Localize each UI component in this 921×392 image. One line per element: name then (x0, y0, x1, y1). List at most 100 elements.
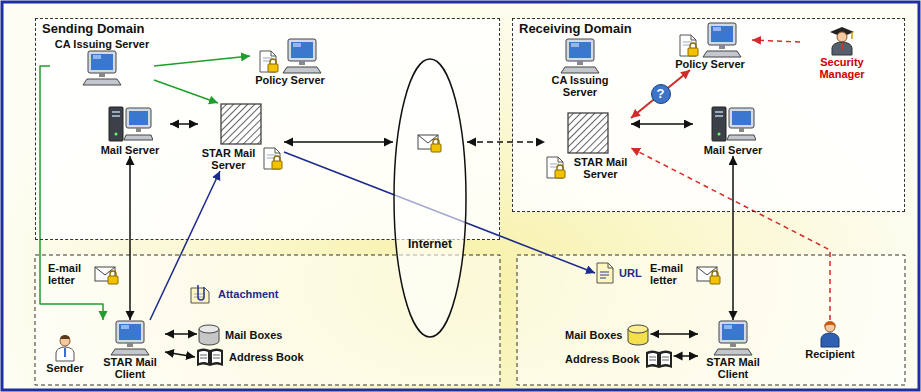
node-label: Policy Server (255, 74, 325, 86)
icon-group (545, 156, 567, 180)
node-label: STAR Mail Server (198, 147, 259, 171)
icon-group (696, 263, 722, 285)
text-group: STAR Mail Server (198, 147, 259, 171)
node-label: Sender (46, 362, 83, 374)
text-group: Address Book (565, 353, 640, 365)
envelope-icon (696, 263, 722, 285)
node-label: STAR Mail Client (698, 356, 768, 380)
node-label: Mail Boxes (225, 329, 282, 341)
client-node: STAR Mail Client (95, 320, 165, 380)
star-server-node: STAR Mail Server (545, 112, 631, 180)
node-label: Attachment (218, 288, 279, 300)
node-label: E-mail letter (48, 262, 90, 286)
node-label: Address Book (565, 353, 640, 365)
text-group: Sender (46, 362, 83, 374)
connector (165, 333, 197, 335)
icon-group (626, 324, 650, 346)
icon-group (567, 112, 609, 154)
star-mail-server-box (567, 112, 609, 154)
internet-ellipse: Internet (393, 58, 467, 338)
node-label: Mail Server (101, 144, 160, 156)
connector (150, 171, 220, 320)
icon-group (258, 38, 322, 74)
computer-icon (110, 320, 150, 356)
person-node: Recipient (800, 320, 860, 360)
server-node: Policy Server (668, 22, 752, 70)
storage-node: Mail Boxes (197, 324, 282, 346)
locked-document-icon (545, 156, 567, 180)
ellipse-outline (393, 58, 467, 338)
node-label: Address Book (229, 351, 304, 363)
connector (752, 40, 800, 42)
text-group: E-mail letter (48, 262, 90, 286)
domain-title: Sending Domain (36, 19, 499, 39)
icon-group (195, 346, 225, 368)
connector (674, 355, 698, 357)
envelope-icon (94, 263, 120, 285)
connector (631, 148, 830, 320)
connector (284, 141, 393, 143)
icon-group (595, 262, 615, 284)
star-server-node: STAR Mail Server (198, 103, 284, 171)
connector (467, 141, 545, 143)
text-group: Internet (393, 238, 467, 250)
recipient-figure (818, 320, 842, 348)
envelope-node: E-mail letter (48, 262, 120, 286)
computer-icon (713, 320, 753, 356)
icon-group (220, 103, 262, 145)
connector (732, 156, 734, 320)
icon-group (818, 320, 842, 348)
node-label: Internet (393, 238, 467, 250)
text-group: STAR Mail Server (570, 156, 631, 180)
connector (631, 70, 690, 118)
connector (170, 123, 198, 125)
node-label: Mail Boxes (565, 329, 622, 341)
edge-label: ? (657, 87, 665, 101)
url-node: URL (595, 262, 642, 284)
node-label: URL (619, 267, 642, 279)
node-label: STAR Mail Server (570, 156, 631, 180)
node-label: Recipient (805, 348, 855, 360)
connector (165, 352, 195, 357)
text-group: URL (619, 267, 642, 279)
star-mail-server-box (220, 103, 262, 145)
connector (40, 66, 103, 320)
sender-figure (53, 334, 77, 362)
computer-icon (82, 50, 122, 86)
url-document-icon (595, 262, 615, 284)
mail-server-icon (710, 104, 756, 144)
node-label: CA Issuing Server (540, 74, 620, 98)
envelope-node: E-mail letter (650, 262, 722, 286)
node-label: Mail Server (704, 144, 763, 156)
node-label: CA Issuing Server (55, 38, 149, 50)
attachment-node: Attachment (188, 283, 279, 305)
connector (154, 56, 250, 66)
server-node: Policy Server (250, 38, 330, 86)
text-group: Security Manager (800, 56, 884, 80)
security-manager-figure (825, 24, 859, 56)
node-label: STAR Mail Client (95, 356, 165, 380)
address-book-icon (644, 348, 674, 370)
text-group: CA Issuing Server (55, 38, 149, 50)
node-label: Security Manager (800, 56, 884, 80)
storage-node: Mail Boxes (565, 324, 650, 346)
text-group: Sending Domain (36, 19, 499, 39)
server-node: Mail Server (693, 104, 773, 156)
icon-group (678, 22, 742, 58)
connector (631, 123, 693, 125)
node-label: E-mail letter (650, 262, 692, 286)
icon-group (560, 38, 600, 74)
computer-icon (560, 38, 600, 74)
text-group: Mail Boxes (225, 329, 282, 341)
text-group: STAR Mail Client (95, 356, 165, 380)
storage-node: Address Book (195, 346, 304, 368)
icon-group (713, 320, 753, 356)
icon-group (710, 104, 756, 144)
locked-document-icon (258, 50, 280, 74)
text-group: Receiving Domain (513, 19, 904, 39)
mailbox-cylinder (626, 324, 650, 346)
icon-group (94, 263, 120, 285)
text-group: Attachment (218, 288, 279, 300)
icon-group (82, 50, 122, 86)
